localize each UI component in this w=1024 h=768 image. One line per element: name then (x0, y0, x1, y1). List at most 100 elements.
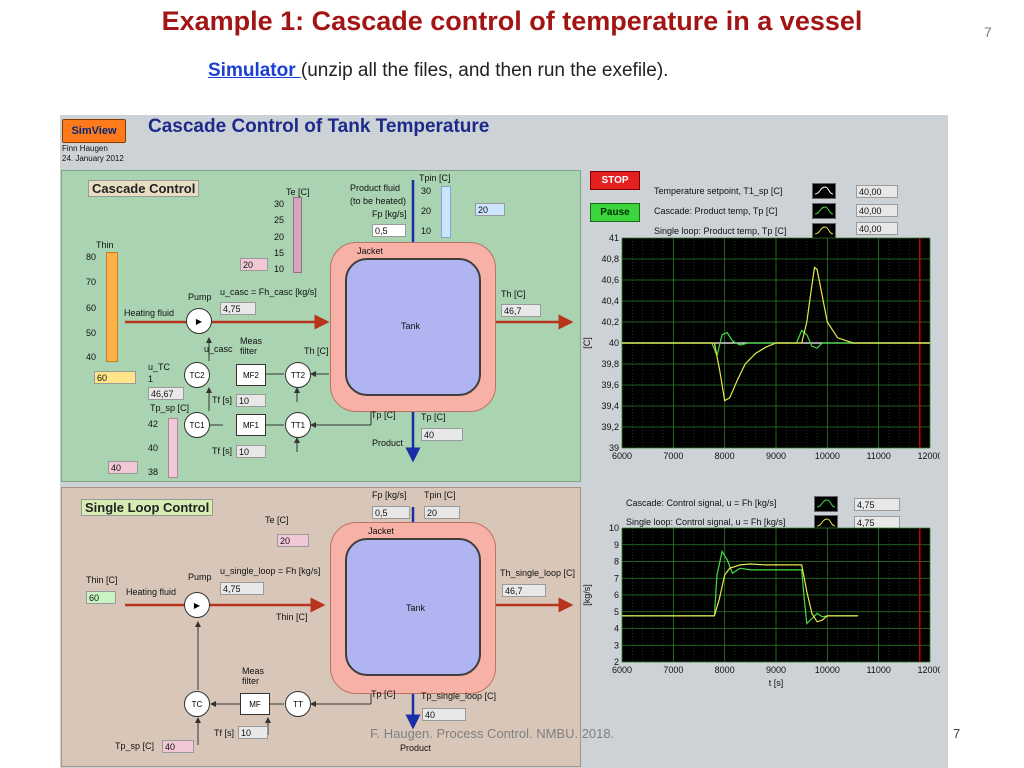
x-tick-label: 10000 (815, 665, 840, 675)
s-tp-label: Tp [C] (371, 689, 396, 699)
fp-value[interactable]: 0,5 (372, 224, 406, 237)
s-mf-block: MF (240, 693, 270, 715)
tpin-slider[interactable] (441, 186, 451, 238)
y-tick-label: 3 (614, 640, 619, 650)
y-tick-label: 9 (614, 540, 619, 550)
s-tc-block: TC (184, 691, 210, 717)
y-tick-label: 40,4 (601, 296, 619, 306)
mf1-block: MF1 (236, 414, 266, 436)
tp-value: 40 (421, 428, 463, 441)
tp-sp-slider[interactable] (168, 418, 178, 478)
s-tt-block: TT (285, 691, 311, 717)
simulator-line: Simulator (unzip all the files, and then… (208, 60, 668, 82)
y-tick-label: 4 (614, 624, 619, 634)
th-label: Th [C] (304, 346, 329, 356)
single-panel-title: Single Loop Control (81, 499, 214, 516)
tc1-block: TC1 (184, 412, 210, 438)
product-fluid-label: Product fluid (350, 183, 401, 193)
thin-tick: 80 (86, 252, 97, 262)
thin-value[interactable]: 60 (94, 371, 136, 384)
y-tick-label: 5 (614, 607, 619, 617)
legend-label: Temperature setpoint, T1_sp [C] (654, 186, 783, 196)
cascade-panel-title: Cascade Control (88, 180, 200, 197)
x-tick-label: 7000 (663, 451, 683, 461)
y-tick-label: 40,6 (601, 275, 619, 285)
x-tick-label: 10000 (815, 451, 840, 461)
s-thin-inner-label: Thin [C] (276, 612, 308, 622)
y-tick-label: 39,4 (601, 401, 619, 411)
x-tick-label: 6000 (612, 665, 632, 675)
s-thin-value[interactable]: 60 (86, 591, 116, 604)
tf1-value[interactable]: 10 (236, 445, 266, 458)
legend-value: 40,00 (856, 204, 898, 217)
s-tp-sp-value[interactable]: 40 (162, 740, 194, 753)
u-casc-eq: u_casc = Fh_casc [kg/s] (220, 287, 317, 297)
y-tick-label: 39,2 (601, 422, 619, 432)
s-tank-label: Tank (406, 603, 426, 613)
tt1-block: TT1 (285, 412, 311, 438)
tf1-label: Tf [s] (212, 446, 232, 456)
s-u-value: 4,75 (220, 582, 264, 595)
legend-value: 40,00 (856, 185, 898, 198)
s-th-label: Th_single_loop [C] (500, 568, 576, 578)
legend-swatch-single-u (814, 515, 838, 531)
y-tick-label: 2 (614, 657, 619, 667)
th-out-label: Th [C] (501, 289, 526, 299)
te-tick: 20 (274, 232, 285, 242)
tpin-tick: 30 (421, 186, 432, 196)
s-thin-label: Thin [C] (86, 575, 118, 585)
slide-title: Example 1: Cascade control of temperatur… (161, 6, 863, 36)
s-product-label: Product (400, 743, 432, 753)
date: 24. January 2012 (62, 154, 124, 163)
s-tf-label: Tf [s] (214, 728, 234, 738)
simulator-note: (unzip all the files, and then run the e… (300, 60, 669, 81)
y-tick-label: 40 (609, 338, 619, 348)
tp-sp-value[interactable]: 40 (108, 461, 138, 474)
u-casc-label: u_casc (204, 344, 233, 354)
pause-button[interactable]: Pause (590, 203, 640, 222)
y-tick-label: 39,8 (601, 359, 619, 369)
s-pump-label: Pump (188, 572, 212, 582)
thin-slider[interactable] (106, 252, 118, 362)
legend-value: 4,75 (854, 498, 900, 511)
tpin-value[interactable]: 20 (475, 203, 505, 216)
x-tick-label: 9000 (766, 665, 786, 675)
to-be-heated-label: (to be heated) (350, 196, 407, 206)
x-tick-label: 6000 (612, 451, 632, 461)
th-value: 46,7 (501, 304, 541, 317)
tpin-label: Tpin [C] (419, 173, 451, 183)
x-tick-label: 8000 (715, 451, 735, 461)
legend-swatch-cascade (812, 203, 836, 219)
thin-label: Thin (96, 240, 114, 250)
simview-button[interactable]: SimView (62, 119, 126, 143)
simulator-link[interactable]: Simulator (208, 60, 301, 81)
s-tpin-value: 20 (424, 506, 460, 519)
te-tick: 15 (274, 248, 285, 258)
x-axis-label: t [s] (769, 678, 784, 688)
y-axis-label: [C] (582, 337, 592, 349)
x-tick-label: 12000 (917, 665, 940, 675)
legend-value: 40,00 (856, 222, 898, 235)
legend-label: Single loop: Control signal, u = Fh [kg/… (626, 517, 786, 527)
y-tick-label: 39 (609, 443, 619, 453)
te-value[interactable]: 20 (240, 258, 268, 271)
tank (345, 258, 481, 396)
s-tf-value[interactable]: 10 (238, 726, 268, 739)
thin-tick: 50 (86, 328, 97, 338)
y-tick-label: 40,8 (601, 254, 619, 264)
s-te-value[interactable]: 20 (277, 534, 309, 547)
x-tick-label: 8000 (715, 665, 735, 675)
x-tick-label: 12000 (917, 451, 940, 461)
y-tick-label: 7 (614, 573, 619, 583)
legend-label: Single loop: Product temp, Tp [C] (654, 226, 787, 236)
tf2-value[interactable]: 10 (236, 394, 266, 407)
cascade-diagram (125, 180, 574, 463)
te-slider[interactable] (293, 197, 302, 273)
jacket-label: Jacket (357, 246, 384, 256)
tp-sp-tick: 42 (148, 419, 159, 429)
y-tick-label: 10 (609, 524, 619, 533)
series-line (622, 549, 859, 625)
stop-button[interactable]: STOP (590, 171, 640, 190)
u-tc-label: u_TC (148, 362, 171, 372)
tc2-block: TC2 (184, 362, 210, 388)
